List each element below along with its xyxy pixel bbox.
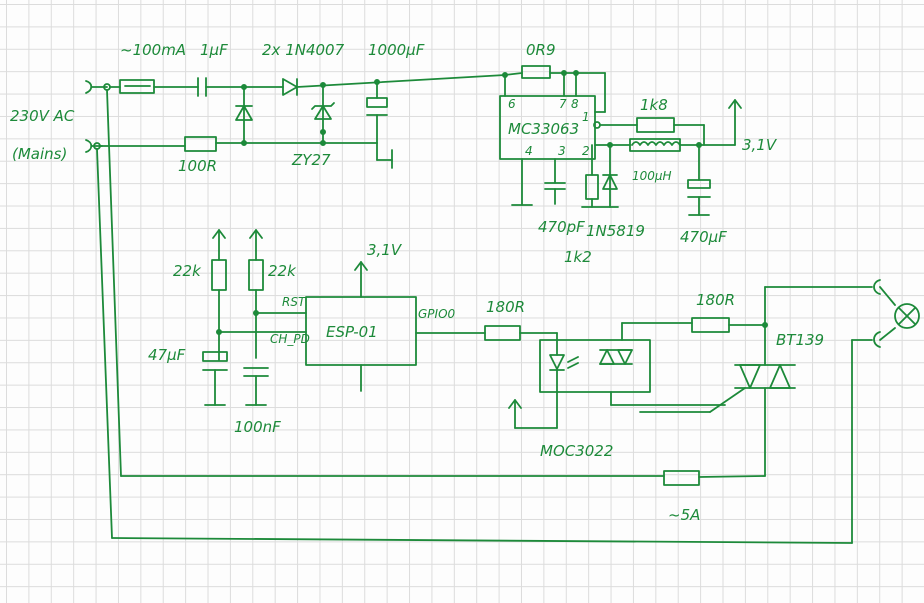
label-regulator: MC33063 [508, 120, 579, 138]
buck-regulator [499, 65, 742, 216]
label-pin1: 1 [582, 110, 590, 124]
schottky-diode [602, 174, 618, 190]
label-esp-vcc: 3,1V [367, 241, 403, 259]
label-sense-r: 0R9 [526, 41, 556, 59]
label-esp: ESP-01 [326, 323, 378, 341]
label-gpio: GPIO0 [418, 307, 456, 321]
component-labels: ~100mA 1µF 2x 1N4007 1000µF 0R9 230V AC … [10, 41, 824, 524]
label-esp-cap-bulk: 47µF [148, 346, 186, 364]
feedback-resistor-1k8 [636, 117, 675, 133]
bulk-capacitor [366, 97, 388, 108]
label-zener: ZY27 [291, 151, 331, 169]
moc3022-optocoupler [539, 339, 651, 393]
label-fuse-out: ~5A [668, 506, 700, 524]
sense-resistor [521, 65, 551, 79]
label-pin2: 2 [582, 144, 590, 158]
label-pin6: 6 [508, 97, 516, 111]
label-x-cap: 1µF [200, 41, 228, 59]
pullup-resistor-1 [211, 259, 227, 291]
feedback-resistor-1k2 [585, 174, 599, 200]
zener-diode [314, 105, 332, 120]
label-pullup-2: 22k [268, 262, 297, 280]
series-diode [282, 78, 298, 96]
label-series-r: 100R [178, 157, 217, 175]
led-resistor [484, 325, 521, 341]
rectifier-stage [109, 74, 506, 144]
output-capacitor [687, 179, 711, 189]
triac-driver [415, 279, 920, 477]
label-inductor: 100µH [632, 169, 672, 183]
label-timing-cap: 470pF [538, 218, 585, 236]
label-triac: BT139 [776, 331, 824, 349]
label-gate-r: 180R [696, 291, 735, 309]
label-vout: 3,1V [742, 136, 778, 154]
label-chpd: CH_PD [270, 332, 310, 346]
label-pin8: 8 [571, 97, 579, 111]
pullup-resistor-2 [248, 259, 264, 291]
label-diodes: 2x 1N4007 [262, 41, 345, 59]
output-fuse [663, 470, 700, 486]
shunt-diode [235, 105, 253, 121]
label-esp-cap-small: 100nF [234, 418, 281, 436]
label-mains-b: (Mains) [12, 145, 67, 163]
esp-bulk-capacitor [202, 351, 228, 362]
gate-resistor [691, 317, 730, 333]
label-schottky: 1N5819 [586, 222, 645, 240]
series-resistor-100r [184, 136, 217, 152]
lamp-load [894, 303, 920, 329]
label-pullup-1: 22k [173, 262, 202, 280]
label-low-r: 1k2 [564, 248, 592, 266]
neutral-rail [99, 136, 393, 169]
label-fuse-in: ~100mA [120, 41, 186, 59]
esp-section [202, 229, 417, 406]
label-opto: MOC3022 [540, 442, 613, 460]
label-out-cap: 470µF [680, 228, 727, 246]
label-fb-r: 1k8 [640, 96, 668, 114]
label-pin4: 4 [525, 144, 533, 158]
bt139-triac [739, 364, 761, 389]
label-mains-a: 230V AC [10, 107, 75, 125]
label-led-r: 180R [486, 298, 525, 316]
vout-arrow [728, 99, 742, 109]
label-rst: RST [282, 295, 307, 309]
mains-return [96, 89, 853, 544]
label-pin7: 7 [559, 97, 567, 111]
label-bulk-cap: 1000µF [368, 41, 425, 59]
label-pin3: 3 [558, 144, 566, 158]
